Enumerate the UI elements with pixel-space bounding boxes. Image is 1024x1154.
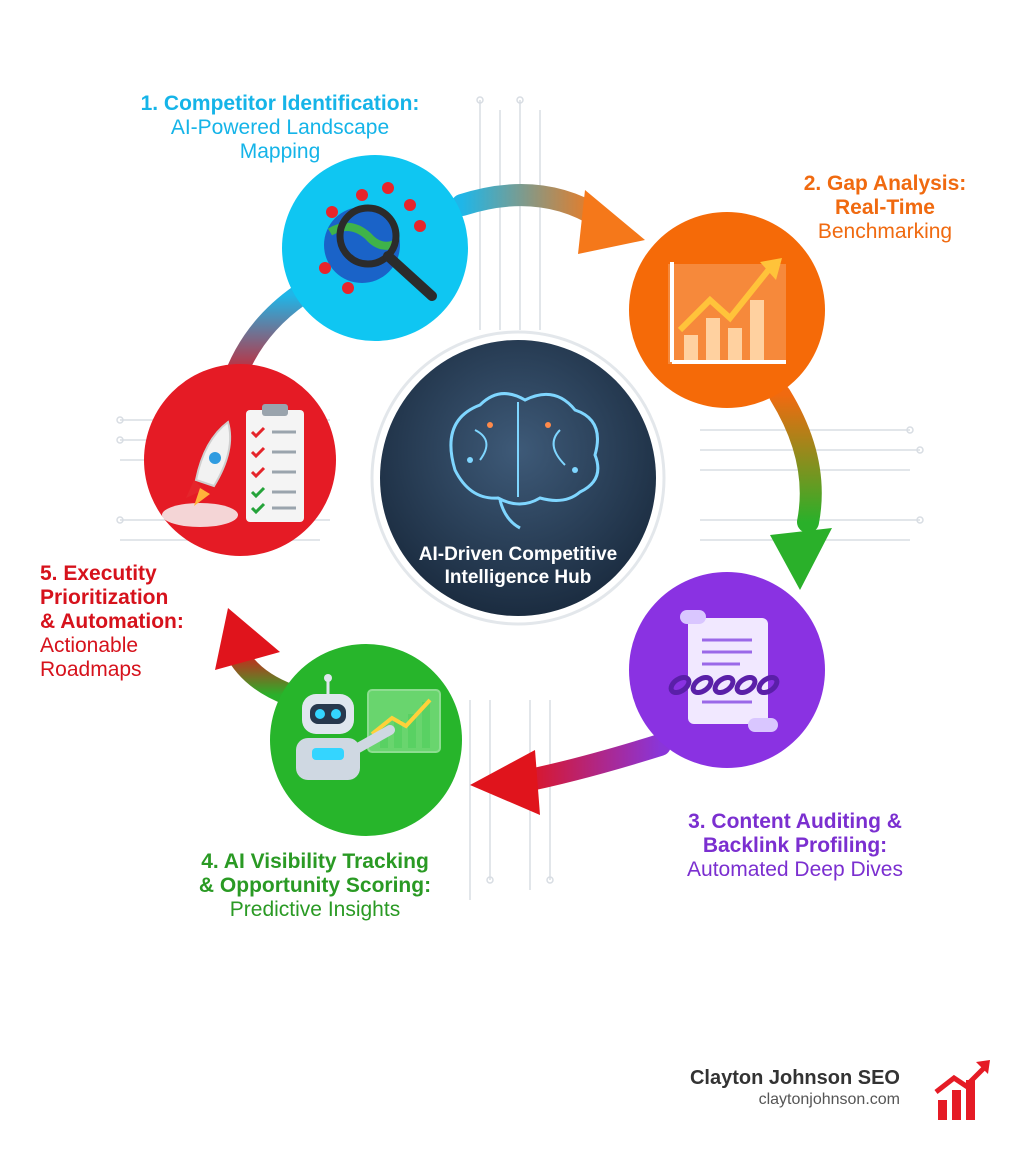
step-1-title-line-2: AI-Powered Landscape <box>170 116 390 139</box>
red-growth-chart-logo-icon <box>934 1060 990 1120</box>
brain-circuit-icon <box>449 392 600 530</box>
robot-dashboard-icon <box>296 674 441 780</box>
arrow-3-to-4 <box>509 734 671 793</box>
brand-name: Clayton Johnson SEO <box>689 1067 900 1089</box>
step-4-node <box>270 644 462 836</box>
step-3-node <box>629 572 825 768</box>
step-2-title: 2. Gap Analysis: <box>803 172 967 195</box>
step-4-label: 4. AI Visibility Tracking & Opportunity … <box>170 850 460 922</box>
step-4-subtitle: Predictive Insights <box>229 898 401 921</box>
hub-node <box>370 330 666 626</box>
arrow-head-1-to-2 <box>578 190 645 254</box>
step-1-title-line-3: Mapping <box>239 140 321 163</box>
step-1-node <box>282 155 468 341</box>
step-2-title-line-2: Real-Time <box>835 196 935 219</box>
arrow-1-to-2 <box>451 184 611 229</box>
circuit-background <box>116 96 924 900</box>
step-4-title-line-2: & Opportunity Scoring: <box>198 874 432 897</box>
step-5-title-line-2: Prioritization <box>40 586 169 609</box>
step-5-subtitle-line-2: Roadmaps <box>40 658 142 681</box>
arrow-head-4-to-5 <box>215 608 280 670</box>
arrow-head-3-to-4 <box>470 750 540 815</box>
step-1-title-line-1: 1. Competitor Identification: <box>140 92 420 115</box>
step-5-subtitle: Actionable <box>40 634 139 657</box>
step-5-label: 5. Executity Prioritization & Automation… <box>40 562 250 682</box>
step-4-title: 4. AI Visibility Tracking <box>201 850 429 873</box>
arrow-2-to-3 <box>769 384 822 533</box>
bar-chart-growth-icon <box>668 258 786 364</box>
scroll-chain-links-icon <box>668 610 780 732</box>
step-1-label: 1. Competitor Identification: AI-Powered… <box>100 92 460 164</box>
step-3-title-line-2: Backlink Profiling: <box>702 834 888 857</box>
step-3-subtitle: Automated Deep Dives <box>687 858 903 881</box>
step-2-label: 2. Gap Analysis: Real-Time Benchmarking <box>760 172 1010 244</box>
rocket-checklist-icon <box>162 404 304 527</box>
step-5-node <box>144 364 336 556</box>
step-3-title: 3. Content Auditing & <box>688 810 902 833</box>
brand-url-link[interactable]: claytonjohnson.com <box>758 1091 900 1108</box>
step-5-title-line-3: & Automation: <box>40 610 184 633</box>
brand-block[interactable]: Clayton Johnson SEO claytonjohnson.com <box>560 1066 900 1110</box>
step-2-node <box>629 212 825 408</box>
step-3-label: 3. Content Auditing & Backlink Profiling… <box>640 810 950 882</box>
arrow-head-2-to-3 <box>770 528 832 590</box>
globe-magnifier-pins-icon <box>319 182 437 301</box>
step-2-subtitle: Benchmarking <box>817 220 953 243</box>
hub-title: AI-Driven Competitive Intelligence Hub <box>418 544 618 588</box>
step-5-title: 5. Executity <box>40 562 157 585</box>
